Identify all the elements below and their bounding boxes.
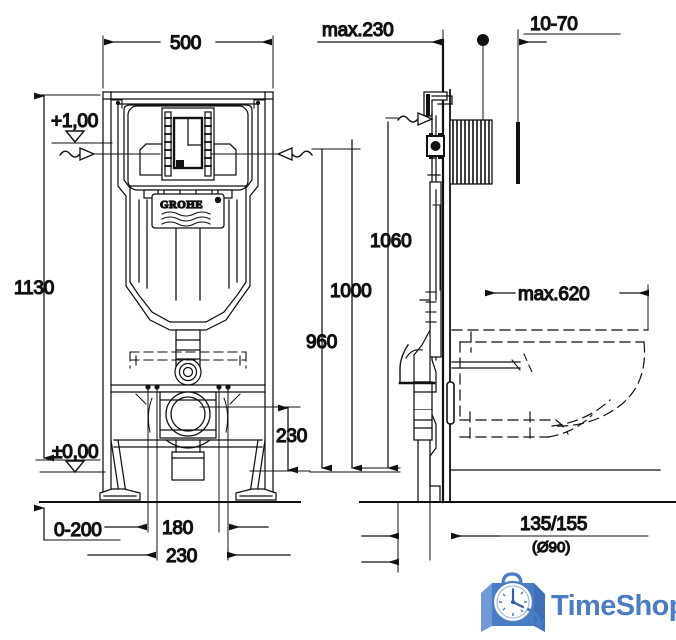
dimension-230-right-label: 230 [276,426,307,447]
dimension-10-70: 10-70 [477,13,621,125]
side-elevation-body [398,38,455,504]
dimension-1060: 1060 [351,121,412,472]
wc-fixing-bolts [135,384,241,561]
dimension-1130: 1130 [13,92,101,462]
dimension-500: 500 [102,32,274,89]
side-floor-and-outlet [359,469,676,503]
floor-level-marker: ±0,00 [39,441,106,474]
dimension-max-230: max.230 [317,19,444,93]
dimension-230-bottom: 230 [87,545,291,568]
dimension-max-620-label: max.620 [518,284,589,305]
dimension-230-bottom-label: 230 [166,546,197,567]
timeshop-logo: TimeShop [481,572,676,632]
dimension-960-label: 960 [306,332,337,353]
dimension-0-200: 0-200 [34,504,121,542]
front-frame-feet [39,439,301,503]
flush-pipe-front [174,329,202,386]
dimension-960: 960 [305,149,401,473]
break-symbol-side [385,112,434,126]
frame-mid-rails [110,384,266,448]
dimension-max-620: max.620 [485,283,649,331]
dimension-180: 180 [104,517,269,540]
dimension-max-230-label: max.230 [322,20,393,41]
frame-corner-brackets [111,99,265,109]
water-level-top-marker: +1,00 [50,110,113,144]
level-plus-one-label: +1,00 [51,111,98,132]
wc-outlet-connector-front [159,391,217,481]
dimension-diameter-90-label: (Ø90) [532,539,570,556]
wc-bowl-fixing-detail [451,353,533,373]
shopping-bag-icon [481,572,545,632]
dimension-1000: 1000 [329,139,372,472]
dimension-135-155: 135/155 (Ø90) [361,501,649,573]
dimension-0-200-label: 0-200 [54,520,102,541]
dimension-1000-label: 1000 [330,281,371,302]
front-frame-uprights [102,91,274,501]
level-zero-label: ±0,00 [52,442,98,463]
timeshop-wordmark: TimeShop [551,590,676,622]
flush-actuation-housing [127,105,249,199]
dimension-500-label: 500 [170,33,201,54]
dimension-1060-label: 1060 [370,231,411,252]
dimension-230-right: 230 [199,404,311,474]
dimension-1130-label: 1130 [14,278,54,299]
grohe-logo-text: GROHE [160,199,203,211]
wc-bowl-outline-dashed [451,329,649,445]
break-symbol-left [59,147,161,161]
wall-thickness-hatch [449,119,520,185]
hidden-support-dashed [129,351,247,371]
dimension-180-label: 180 [162,518,193,539]
grohe-logo: GROHE [151,193,225,229]
dimension-135-155-label: 135/155 [520,514,587,535]
dimension-10-70-label: 10-70 [530,14,578,35]
